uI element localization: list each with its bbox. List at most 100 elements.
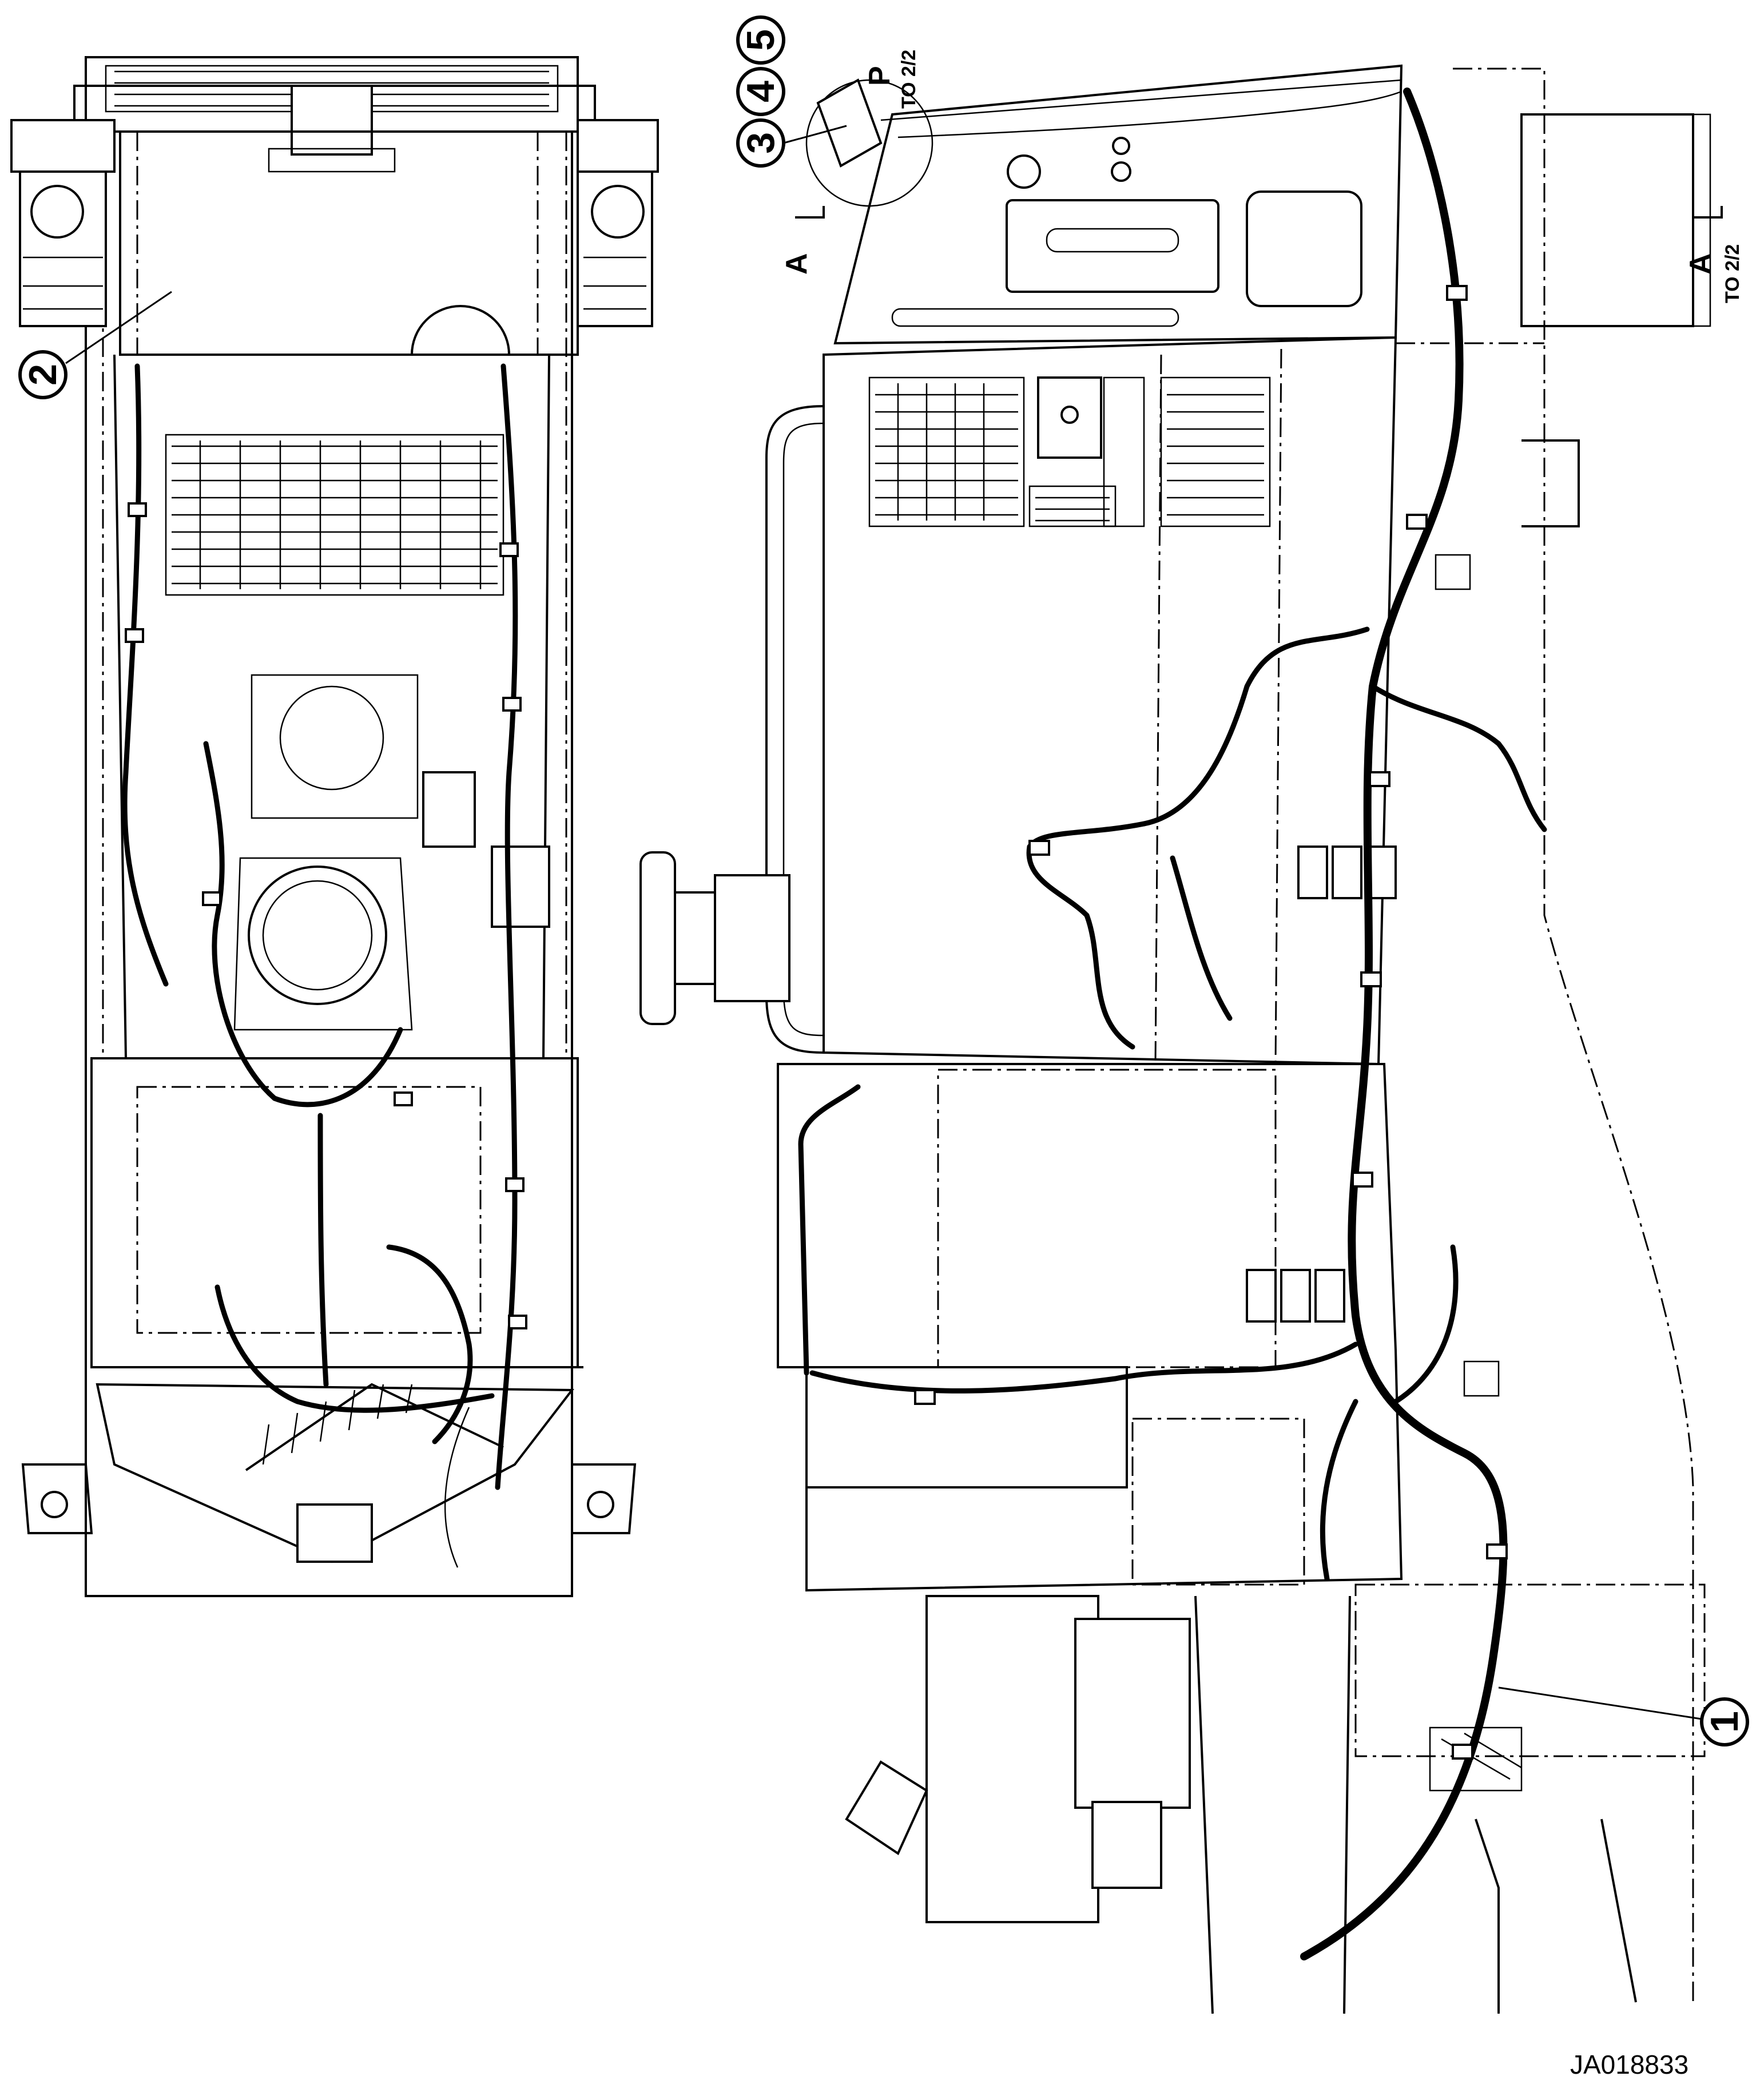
muffler-end-cap — [639, 851, 676, 1025]
callout-1: 1 — [1498, 1686, 1749, 1746]
battery-harness — [1320, 1399, 1358, 1582]
center-bracket — [291, 85, 373, 156]
lower-frame — [90, 1057, 579, 1368]
rear-post-right — [1600, 1819, 1637, 2003]
frame-tag-2 — [1463, 1360, 1500, 1397]
vent-slots — [165, 434, 504, 596]
rear-frame-outline — [1453, 68, 1694, 2002]
cab-module — [1091, 1801, 1162, 1889]
callout-3-label: 3 — [739, 132, 782, 154]
counterweight-edge — [1693, 113, 1711, 327]
operator-seat-area — [845, 1583, 1706, 2014]
left-frame-view — [10, 56, 659, 1597]
section-mark-a-right: A TO 2/2 — [1684, 206, 1743, 303]
hood-handle-slot — [891, 308, 1179, 327]
hood-access-cover — [1006, 199, 1219, 293]
left-harness-wire — [122, 363, 169, 987]
right-harness-wire — [495, 363, 518, 1490]
fuel-cap-plate — [1246, 190, 1362, 307]
callout-2: 2 — [18, 291, 172, 399]
battery-box — [805, 1366, 1128, 1488]
side-vent-left — [868, 376, 1025, 527]
frame-tag-1 — [1435, 554, 1471, 590]
cab-floor — [1354, 1583, 1706, 1757]
detail-circle-p — [805, 79, 933, 207]
engine-harness-loop — [1026, 821, 1147, 1050]
side-vent-mid — [1028, 376, 1117, 527]
right-foot — [571, 1463, 637, 1534]
harness-clips-left — [125, 502, 527, 1329]
frame-outline — [73, 85, 596, 1597]
control-box-left — [422, 771, 476, 848]
bottom-tail-wire — [444, 1407, 470, 1568]
hood-access-slot — [1046, 228, 1179, 253]
rear-branch-harness — [1393, 1244, 1459, 1404]
grille-lines — [114, 70, 549, 107]
callout-4-label: 4 — [739, 81, 782, 102]
section-ref-a-right: TO 2/2 — [1722, 244, 1743, 303]
flywheel-housing — [248, 866, 387, 1005]
flywheel-inner — [262, 880, 373, 991]
lower-panel — [136, 1086, 482, 1334]
control-box-cab — [1074, 1618, 1191, 1809]
right-side-view — [639, 64, 1711, 2014]
bottom-wedge — [96, 1383, 575, 1563]
callout-1-label: 1 — [1703, 1711, 1746, 1733]
engine-harness-tail — [1170, 855, 1233, 1021]
section-label-p: P — [863, 66, 896, 86]
relay-cluster-upper — [1297, 845, 1397, 899]
rear-post — [1475, 1819, 1500, 2014]
hood-round-1 — [1007, 154, 1041, 189]
hood-round-2 — [1111, 161, 1131, 182]
exhaust-pipe-outer — [765, 405, 824, 1054]
muffler-body — [714, 874, 790, 1002]
mid-frame-sides — [113, 354, 550, 1059]
lower-harness-wire — [317, 1113, 329, 1387]
frame-bracket — [1521, 439, 1580, 527]
center-harness-wire — [203, 741, 403, 1108]
section-mark-p: P TO 2/2 — [863, 50, 920, 109]
front-vertical-harness — [798, 1084, 861, 1376]
branch-harness-right — [1370, 684, 1547, 832]
bottom-bracket — [296, 1503, 373, 1563]
hood-top-wire — [897, 90, 1402, 138]
battery-area — [1131, 1418, 1305, 1586]
wedge-ribs — [245, 1383, 504, 1471]
exhaust-pipe-inner — [782, 422, 824, 1037]
main-harness — [1300, 88, 1508, 1960]
hood-round-3 — [1112, 137, 1130, 155]
section-label-a-left: A — [780, 253, 813, 275]
section-mark-a-left: A — [780, 206, 825, 275]
left-foot — [21, 1463, 93, 1534]
side-vent-right — [1103, 376, 1271, 527]
lower-branch-wire — [386, 1244, 473, 1444]
branch-harness-left — [1141, 626, 1370, 827]
callout-4: 4 — [736, 67, 785, 116]
callout-5: 5 — [736, 15, 785, 65]
callout-5-label: 5 — [739, 29, 782, 51]
label-plate — [816, 78, 883, 168]
cab-frame-lines — [1194, 1595, 1351, 2014]
cab-pedal — [845, 1760, 928, 1855]
bracket-base — [268, 148, 396, 173]
right-side-cylinder — [577, 119, 659, 327]
lower-horizontal-harness — [809, 1341, 1358, 1394]
relay-box-left — [491, 845, 550, 928]
plate-dash-lines — [136, 132, 539, 355]
hood-top-edge — [880, 79, 1402, 121]
muffler-connector — [675, 891, 715, 985]
seat-base — [925, 1595, 1099, 1923]
plate-cutout — [411, 305, 510, 355]
callout-3: 3 — [736, 118, 847, 168]
section-label-a-right: A — [1684, 253, 1717, 275]
engine-mount-circle — [279, 685, 384, 791]
upper-plate — [119, 130, 579, 356]
left-side-cylinder — [10, 119, 116, 327]
lower-crossing-wire — [214, 1284, 495, 1413]
drawing-code: JA018833 — [1570, 2050, 1688, 2079]
callout-2-label: 2 — [21, 364, 65, 386]
harness-clips-right — [914, 285, 1508, 1760]
lower-chassis — [777, 1063, 1403, 1592]
flywheel-cover — [233, 857, 413, 1031]
